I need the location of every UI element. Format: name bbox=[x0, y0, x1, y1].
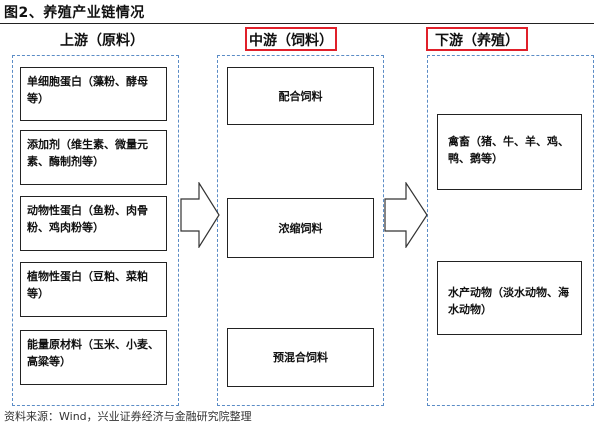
midstream-header: 中游（饲料） bbox=[245, 27, 337, 51]
downstream-item-aquatic-animals: 水产动物（淡水动物、海水动物） bbox=[437, 261, 582, 335]
upstream-item-single-cell-protein: 单细胞蛋白（藻粉、酵母等） bbox=[20, 67, 167, 121]
upstream-item-plant-protein: 植物性蛋白（豆粕、菜粕等） bbox=[20, 262, 167, 317]
title-divider bbox=[0, 23, 594, 24]
downstream-item-livestock-poultry: 禽畜（猪、牛、羊、鸡、鸭、鹅等） bbox=[437, 114, 582, 190]
arrow-right-icon bbox=[180, 182, 220, 248]
arrow-right-icon bbox=[384, 182, 428, 248]
downstream-header: 下游（养殖） bbox=[426, 27, 528, 51]
upstream-item-energy-materials: 能量原材料（玉米、小麦、高粱等） bbox=[20, 330, 167, 385]
midstream-item-concentrated-feed: 浓缩饲料 bbox=[227, 198, 374, 258]
upstream-group bbox=[12, 55, 179, 406]
upstream-header: 上游（原料） bbox=[60, 33, 144, 49]
figure-title: 图2、养殖产业链情况 bbox=[4, 5, 145, 21]
midstream-item-premix-feed: 预混合饲料 bbox=[227, 328, 374, 387]
upstream-item-animal-protein: 动物性蛋白（鱼粉、肉骨粉、鸡肉粉等） bbox=[20, 196, 167, 251]
source-note: 资料来源：Wind，兴业证券经济与金融研究院整理 bbox=[4, 410, 252, 423]
midstream-group bbox=[217, 55, 384, 406]
upstream-item-additives: 添加剂（维生素、微量元素、酶制剂等） bbox=[20, 130, 167, 185]
midstream-item-compound-feed: 配合饲料 bbox=[227, 67, 374, 125]
downstream-group bbox=[427, 55, 594, 406]
